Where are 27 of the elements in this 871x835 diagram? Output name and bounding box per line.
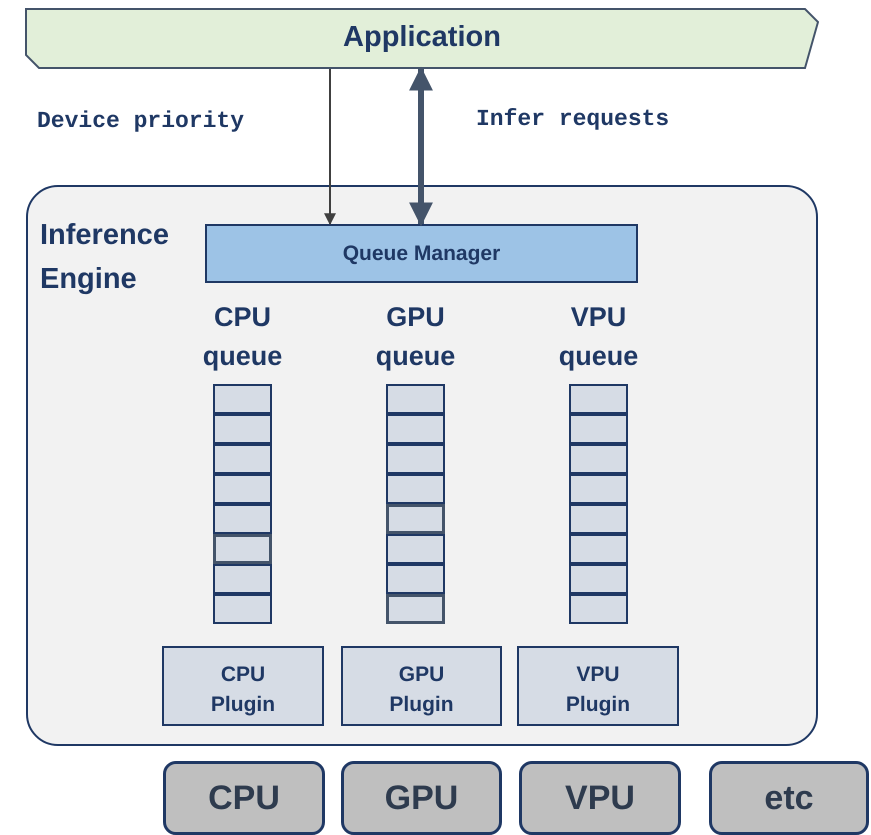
queue-heading: VPU queue — [558, 301, 640, 373]
plugin-box — [162, 646, 324, 726]
node-label: Application — [342, 21, 502, 54]
node-label: GPU — [384, 779, 460, 818]
plugin-box — [517, 646, 679, 726]
queue-manager-box — [205, 224, 638, 283]
annotation-label: Device priority — [37, 108, 244, 134]
node-label: VPU Plugin — [564, 662, 632, 718]
node-label: VPU — [564, 779, 636, 818]
device-box — [709, 761, 869, 835]
engine-title: Inference Engine — [40, 218, 170, 297]
queue-heading: CPU queue — [202, 301, 284, 373]
queue-heading: GPU queue — [374, 301, 456, 373]
node-label: CPU Plugin — [210, 662, 276, 718]
device-box — [163, 761, 325, 835]
engine-panel — [26, 185, 818, 746]
annotation-label: Infer requests — [476, 106, 670, 132]
application-banner — [25, 8, 819, 69]
plugin-box — [341, 646, 502, 726]
arrow — [324, 69, 336, 226]
device-box — [519, 761, 681, 835]
arrow — [409, 66, 433, 226]
node-label: Queue Manager — [342, 242, 502, 266]
node-label: etc — [763, 779, 815, 818]
node-label: GPU Plugin — [388, 662, 455, 718]
node-label: CPU — [207, 779, 281, 818]
device-box — [341, 761, 502, 835]
